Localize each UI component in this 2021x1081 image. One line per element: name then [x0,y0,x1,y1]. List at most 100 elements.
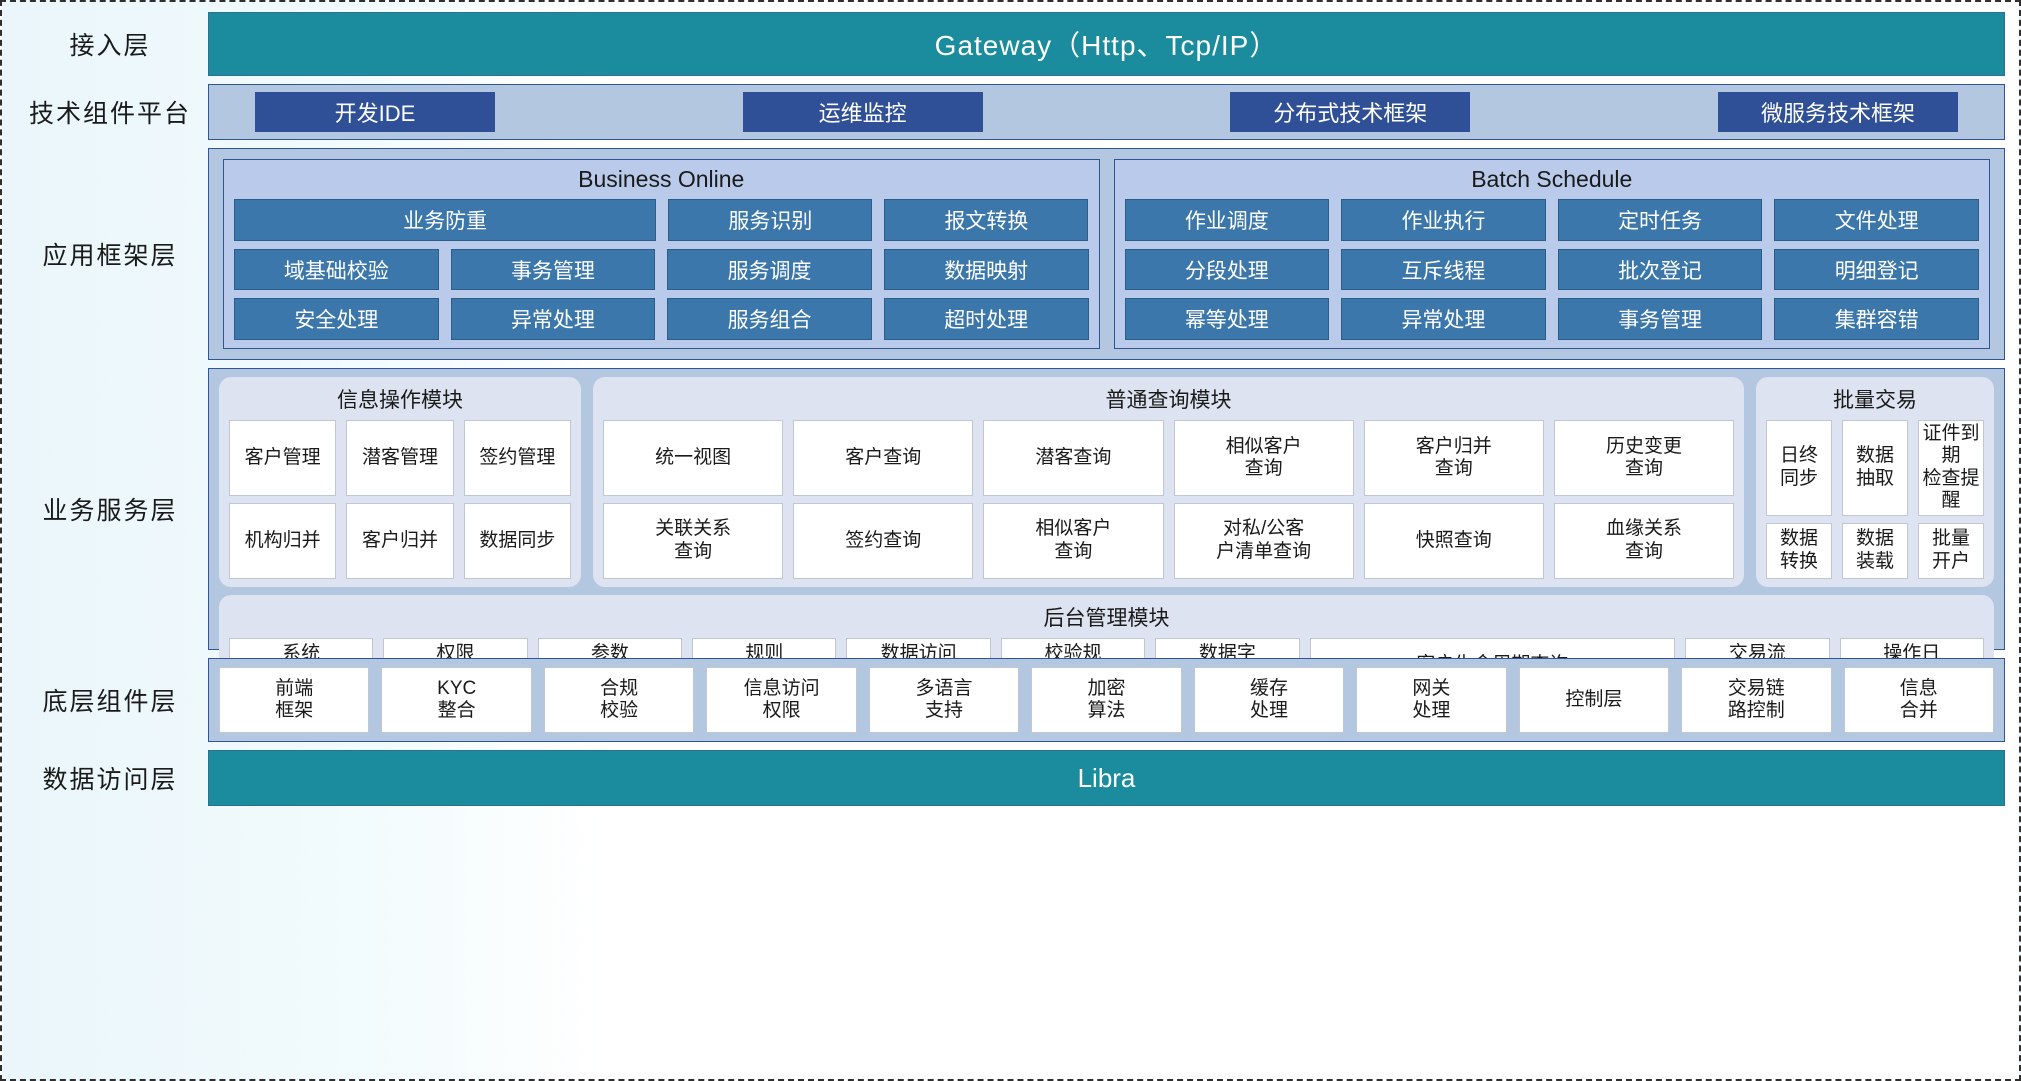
service-cell[interactable]: 数据转换 [1766,522,1832,579]
framework-row: 作业调度 作业执行 定时任务 文件处理 [1124,199,1979,241]
panel-title: 普通查询模块 [1105,389,1232,412]
service-cell[interactable]: 客户管理 [229,420,337,496]
framework-row: 域基础校验 事务管理 服务调度 数据映射 [234,248,1089,291]
framework-cell[interactable]: 安全处理 [234,298,439,341]
framework-cell[interactable]: 事务管理 [1557,298,1763,341]
panel-row: 日终同步 数据抽取 证件到期检查提醒 [1766,420,1984,516]
panel-row: 关联关系查询 签约查询 相似客户查询 对私/公客户清单查询 快照查询 血缘关系查… [603,502,1735,579]
framework-cell[interactable]: 异常处理 [450,298,656,341]
base-cell[interactable]: 信息合并 [1843,667,1994,733]
spacer [12,742,2005,750]
tech-chip-ide[interactable]: 开发IDE [255,92,495,132]
framework-cell[interactable]: 事务管理 [450,248,656,291]
service-cell[interactable]: 数据同步 [463,502,571,579]
base-cell[interactable]: 多语言支持 [868,667,1020,733]
framework-cell[interactable]: 作业执行 [1341,199,1546,241]
service-cell[interactable]: 签约查询 [793,502,974,579]
panel-title: 后台管理模块 [1043,606,1170,630]
framework-cell[interactable]: 服务识别 [668,199,873,241]
gateway-title: Gateway（Http、Tcp/IP） [934,30,1279,61]
service-cell[interactable]: 数据装载 [1842,522,1908,579]
base-cell[interactable]: 合规校验 [543,667,695,733]
base-cell[interactable]: 网关处理 [1356,667,1507,733]
base-cell[interactable]: 缓存处理 [1193,667,1345,733]
service-cell[interactable]: 统一视图 [603,420,784,496]
tech-chip-label: 分布式技术框架 [1273,101,1428,126]
base-cell[interactable]: 控制层 [1518,667,1670,733]
panel-row: 统一视图 客户查询 潜客查询 相似客户查询 客户归并查询 历史变更查询 [603,420,1735,496]
framework-cell[interactable]: 集群容错 [1774,298,1979,341]
framework-cell[interactable]: 域基础校验 [234,248,439,291]
spacer [12,360,2005,368]
panel-rows: 日终同步 数据抽取 证件到期检查提醒 数据转换 数据装载 批量开户 [1766,420,1984,579]
framework-cell[interactable]: 作业调度 [1124,199,1330,241]
panel-row: 客户管理 潜客管理 签约管理 [229,420,571,496]
service-cell[interactable]: 快照查询 [1363,502,1544,579]
layer-label-data-access: 数据访问层 [42,766,178,794]
service-cell[interactable]: 相似客户查询 [1173,420,1354,496]
service-cell[interactable]: 潜客管理 [346,420,454,496]
framework-cell[interactable]: 批次登记 [1557,248,1763,291]
layer-label-app-framework: 应用框架层 [42,242,178,270]
layer-label-base-components: 底层组件层 [42,688,178,716]
layer-label-tech-platform: 技术组件平台 [28,100,191,128]
tech-chip-microservice-framework[interactable]: 微服务技术框架 [1717,92,1958,132]
base-cell[interactable]: 前端框架 [219,667,370,733]
service-cell[interactable]: 日终同步 [1766,420,1832,516]
service-cell[interactable]: 客户归并 [346,502,454,579]
tech-chip-distributed-framework[interactable]: 分布式技术框架 [1230,92,1471,132]
framework-cell[interactable]: 文件处理 [1774,199,1979,241]
service-cell[interactable]: 客户查询 [793,420,974,496]
libra-bar[interactable]: Libra [208,750,2005,806]
service-cell[interactable]: 对私/公客户清单查询 [1173,502,1354,579]
layer-row-app-framework: 应用框架层 Business Online 业务防重 服务识别 报文转换 域基础… [12,148,2005,360]
service-cell[interactable]: 批量开户 [1918,522,1984,579]
spacer [12,650,2005,658]
framework-cell[interactable]: 异常处理 [1341,298,1546,341]
service-cell[interactable]: 签约管理 [463,420,571,496]
framework-cell[interactable]: 互斥线程 [1341,248,1546,291]
service-cell[interactable]: 客户归并查询 [1363,420,1544,496]
service-cell[interactable]: 历史变更查询 [1553,420,1735,496]
base-cell[interactable]: 加密算法 [1031,667,1182,733]
service-cell[interactable]: 证件到期检查提醒 [1918,420,1984,516]
panel-rows: 统一视图 客户查询 潜客查询 相似客户查询 客户归并查询 历史变更查询 关联关系… [603,420,1735,579]
framework-cell[interactable]: 明细登记 [1774,248,1979,291]
service-cell[interactable]: 机构归并 [229,502,337,579]
framework-grid: 业务防重 服务识别 报文转换 域基础校验 事务管理 服务调度 数据映射 安全处理 [234,199,1089,341]
gateway-bar[interactable]: Gateway（Http、Tcp/IP） [208,12,2005,76]
tech-chip-ops-monitor[interactable]: 运维监控 [742,92,983,132]
framework-grid: 作业调度 作业执行 定时任务 文件处理 分段处理 互斥线程 批次登记 明细登记 [1124,199,1979,341]
framework-cell[interactable]: 业务防重 [234,199,657,241]
framework-cell[interactable]: 服务调度 [667,248,872,291]
panel-row: 数据转换 数据装载 批量开户 [1766,522,1984,579]
service-cell[interactable]: 关联关系查询 [603,502,784,579]
service-cell[interactable]: 数据抽取 [1842,420,1908,516]
base-cell[interactable]: 信息访问权限 [706,667,857,733]
framework-cell[interactable]: 定时任务 [1557,199,1763,241]
layer-label-business-service: 业务服务层 [42,497,178,525]
framework-cell[interactable]: 分段处理 [1124,248,1330,291]
service-cell[interactable]: 相似客户查询 [983,502,1164,579]
service-cell[interactable]: 血缘关系查询 [1553,502,1735,579]
base-cell[interactable]: 交易链路控制 [1681,667,1832,733]
framework-group-business-online: Business Online 业务防重 服务识别 报文转换 域基础校验 事务管… [223,159,1100,349]
framework-cell[interactable]: 超时处理 [883,298,1089,341]
framework-cell[interactable]: 服务组合 [667,298,872,341]
framework-cell[interactable]: 报文转换 [884,199,1089,241]
layer-row-data-access: 数据访问层 Libra [12,750,2005,806]
panel-title: 信息操作模块 [337,389,463,412]
panel-rows: 客户管理 潜客管理 签约管理 机构归并 客户归并 数据同步 [229,420,571,579]
libra-title: Libra [1077,762,1136,793]
business-service-top-panels: 信息操作模块 客户管理 潜客管理 签约管理 机构归并 客户归并 数据同步 [219,377,1994,587]
framework-cell[interactable]: 数据映射 [883,248,1089,291]
access-layer-body: Gateway（Http、Tcp/IP） [208,12,2005,76]
tech-platform-body: 开发IDE 运维监控 分布式技术框架 微服务技术框架 [208,84,2005,140]
service-cell[interactable]: 潜客查询 [983,420,1164,496]
framework-cell[interactable]: 幂等处理 [1124,298,1330,341]
